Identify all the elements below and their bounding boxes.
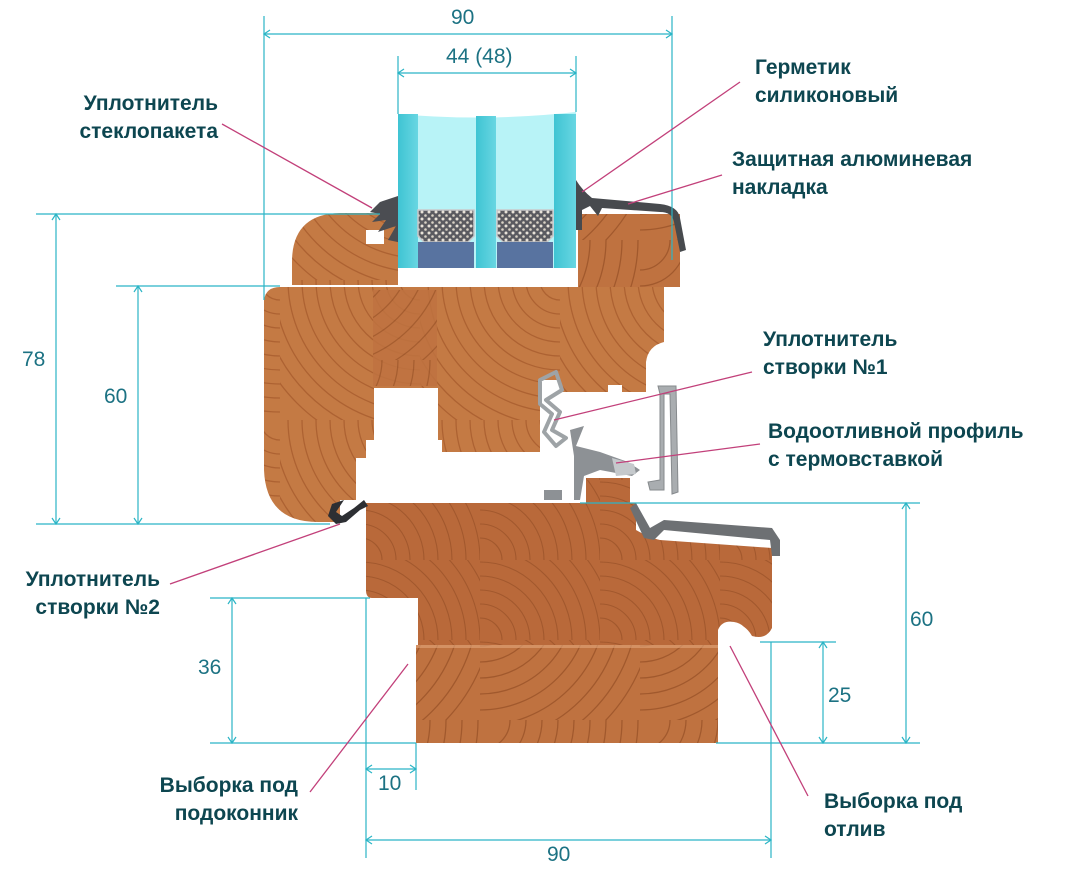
sash-wood xyxy=(264,213,680,522)
label-sill-groove: Выборка под подоконник xyxy=(159,774,298,825)
dim-sill-groove-depth: 10 xyxy=(378,772,402,795)
label-aluminium-cover: Защитная алюминевая накладка xyxy=(732,148,973,199)
glass-unit xyxy=(398,112,576,268)
label-sash-seal-1: Уплотнитель створки №1 xyxy=(763,328,898,379)
dimension-arrows xyxy=(51,29,911,845)
aluminium-cover xyxy=(576,180,686,252)
leader-lines xyxy=(169,81,809,797)
sash-seal-2 xyxy=(328,500,368,524)
dim-sash-height-inner: 60 xyxy=(104,385,128,408)
dimension-lines xyxy=(36,16,920,858)
dim-frame-height: 60 xyxy=(910,608,934,631)
label-glazing-seal: Уплотнитель стеклопакета xyxy=(79,92,218,143)
dim-drip-groove-height: 25 xyxy=(828,684,852,707)
label-silicone-sealant: Герметик силиконовый xyxy=(755,56,899,107)
label-drip-groove: Выборка под отлив xyxy=(824,790,963,841)
dim-sash-height-total: 78 xyxy=(22,348,46,371)
dim-sash-width: 90 xyxy=(451,6,475,29)
dim-frame-width: 90 xyxy=(547,843,571,866)
frame-wood xyxy=(366,478,772,743)
label-drip-profile: Водоотливной профиль с термовставкой xyxy=(768,420,1024,471)
label-sash-seal-2: Уплотнитель створки №2 xyxy=(25,568,160,619)
glazing-seal xyxy=(370,196,398,242)
dim-sill-groove-height: 36 xyxy=(198,656,222,679)
sash-seal-1 xyxy=(538,370,568,448)
dim-glass-unit: 44 (48) xyxy=(446,45,513,68)
